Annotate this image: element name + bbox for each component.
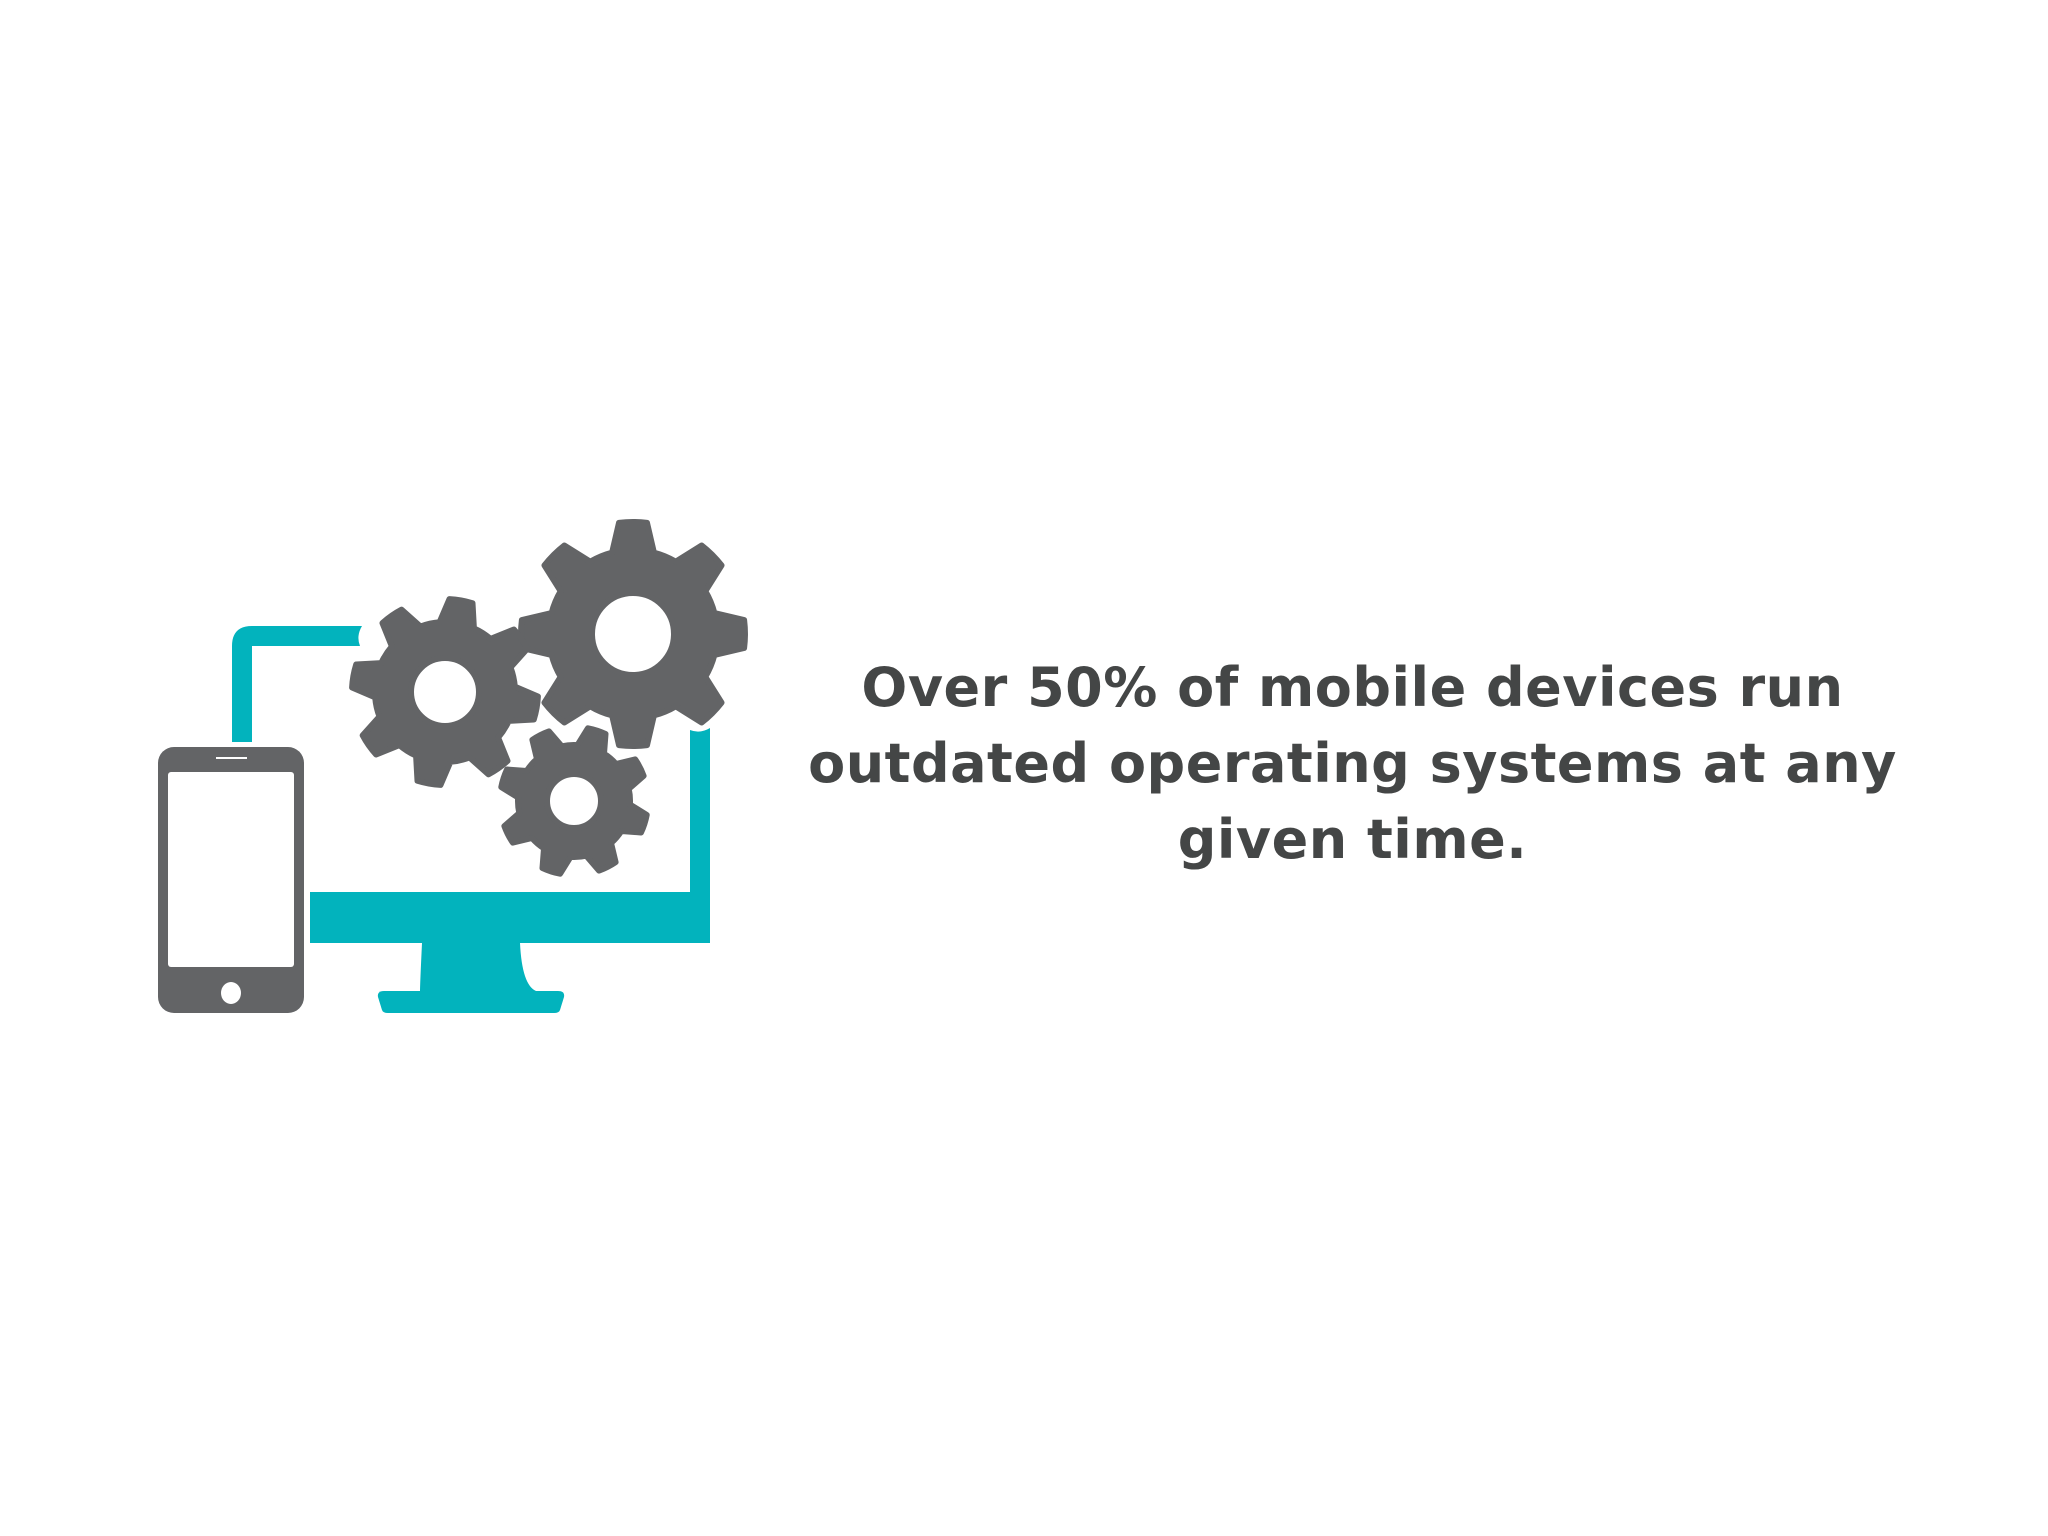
smartphone-icon xyxy=(158,747,304,1013)
statement-line-2: outdated operating systems at any xyxy=(808,732,1897,795)
gear-medium-icon xyxy=(349,596,541,788)
statistic-statement: Over 50% of mobile devices run outdated … xyxy=(780,650,1925,878)
gears-group xyxy=(349,519,748,877)
gear-small-icon xyxy=(498,725,650,877)
statement-line-1: Over 50% of mobile devices run xyxy=(861,656,1844,719)
monitor-frame-right xyxy=(690,728,710,943)
statement-line-3: given time. xyxy=(1177,808,1528,871)
gear-large-icon xyxy=(518,519,748,749)
phone-home-button xyxy=(221,982,241,1004)
monitor-stand-base xyxy=(377,991,565,1013)
monitor-stand-neck xyxy=(420,943,536,991)
desktop-monitor-icon xyxy=(232,626,710,1013)
monitor-bezel xyxy=(310,892,710,943)
phone-screen xyxy=(168,772,294,967)
phone-speaker xyxy=(216,757,247,759)
monitor-frame-top-left xyxy=(232,626,362,742)
